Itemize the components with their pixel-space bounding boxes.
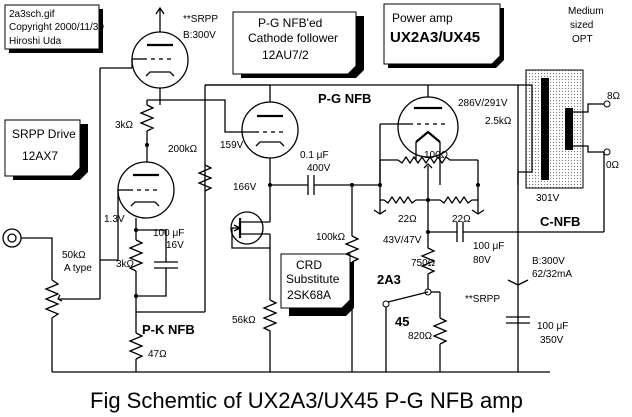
- svg-text:47Ω: 47Ω: [148, 349, 167, 360]
- svg-text:200kΩ: 200kΩ: [168, 144, 198, 155]
- svg-text:1.3V: 1.3V: [104, 214, 125, 225]
- svg-text:Substitute: Substitute: [286, 272, 340, 286]
- svg-text:3kΩ: 3kΩ: [116, 259, 135, 270]
- svg-text:B:300V: B:300V: [183, 30, 216, 41]
- svg-text:100kΩ: 100kΩ: [316, 232, 346, 243]
- svg-text:CRD: CRD: [296, 258, 322, 272]
- svg-text:C-NFB: C-NFB: [540, 214, 580, 229]
- svg-text:**SRPP: **SRPP: [465, 294, 500, 305]
- svg-text:2SK68A: 2SK68A: [287, 288, 331, 302]
- srpp-drive-note: SRPP Drive 12AX7: [4, 119, 88, 180]
- srpp-upper-tube: [131, 31, 189, 89]
- svg-text:Copyright 2000/11/30: Copyright 2000/11/30: [9, 22, 104, 33]
- svg-text:820Ω: 820Ω: [408, 331, 433, 342]
- svg-text:B:300V: B:300V: [532, 256, 565, 267]
- svg-text:100 μF: 100 μF: [537, 321, 568, 332]
- svg-text:62/32mA: 62/32mA: [532, 269, 572, 280]
- svg-text:80V: 80V: [473, 255, 491, 266]
- svg-text:Hiroshi Uda: Hiroshi Uda: [9, 36, 62, 47]
- svg-text:2a3sch.gif: 2a3sch.gif: [9, 9, 55, 20]
- svg-text:2A3: 2A3: [377, 272, 401, 287]
- svg-text:P-K NFB: P-K NFB: [142, 322, 195, 337]
- svg-text:750Ω: 750Ω: [411, 258, 436, 269]
- svg-text:43V/47V: 43V/47V: [383, 235, 422, 246]
- pg-follower-note: P-G NFB'ed Cathode follower 12AU7/2: [232, 11, 364, 78]
- svg-text:8Ω: 8Ω: [607, 91, 621, 102]
- svg-text:A type: A type: [64, 263, 92, 274]
- svg-text:12AU7/2: 12AU7/2: [262, 48, 309, 62]
- crd-fet: [230, 211, 270, 245]
- svg-text:12AX7: 12AX7: [22, 149, 58, 163]
- svg-text:16V: 16V: [166, 240, 184, 251]
- svg-text:301V: 301V: [536, 193, 560, 204]
- svg-text:286V/291V: 286V/291V: [458, 98, 508, 109]
- power-amp-note: Power amp UX2A3/UX45: [383, 3, 504, 68]
- svg-text:2.5kΩ: 2.5kΩ: [485, 116, 512, 127]
- srpp-lower-tube: [117, 161, 175, 219]
- figure-caption: Fig Schemtic of UX2A3/UX45 P-G NFB amp: [90, 388, 523, 413]
- svg-text:56kΩ: 56kΩ: [232, 315, 256, 326]
- svg-text:**SRPP: **SRPP: [183, 14, 218, 25]
- svg-text:159V: 159V: [220, 140, 244, 151]
- svg-text:Cathode follower: Cathode follower: [248, 31, 338, 45]
- svg-text:P-G NFB: P-G NFB: [318, 91, 371, 106]
- svg-text:400V: 400V: [307, 163, 331, 174]
- header-note: 2a3sch.gif Copyright 2000/11/30 Hiroshi …: [4, 4, 104, 53]
- crd-note: CRD Substitute 2SK68A: [280, 253, 354, 316]
- svg-text:100Ω: 100Ω: [424, 150, 449, 161]
- svg-text:22Ω: 22Ω: [452, 214, 471, 225]
- svg-text:P-G NFB'ed: P-G NFB'ed: [258, 16, 322, 30]
- svg-text:Power amp: Power amp: [392, 11, 453, 25]
- power-tube: [397, 96, 459, 158]
- svg-text:0Ω: 0Ω: [606, 160, 620, 171]
- pg-follower-tube: [241, 101, 299, 159]
- svg-text:0.1 μF: 0.1 μF: [300, 150, 329, 161]
- svg-text:3kΩ: 3kΩ: [115, 120, 134, 131]
- svg-text:45: 45: [395, 314, 409, 329]
- svg-text:Medium: Medium: [568, 6, 604, 17]
- svg-text:100 μF: 100 μF: [473, 241, 504, 252]
- svg-text:OPT: OPT: [572, 34, 593, 45]
- opt-transformer: [525, 69, 584, 189]
- svg-text:SRPP Drive: SRPP Drive: [12, 127, 76, 141]
- svg-text:100 μF: 100 μF: [153, 228, 184, 239]
- svg-text:50kΩ: 50kΩ: [62, 250, 86, 261]
- svg-text:166V: 166V: [233, 182, 257, 193]
- input-jack: [2, 228, 22, 248]
- svg-text:350V: 350V: [540, 335, 564, 346]
- svg-text:sized: sized: [570, 20, 593, 31]
- svg-text:UX2A3/UX45: UX2A3/UX45: [390, 29, 480, 46]
- svg-text:22Ω: 22Ω: [398, 214, 417, 225]
